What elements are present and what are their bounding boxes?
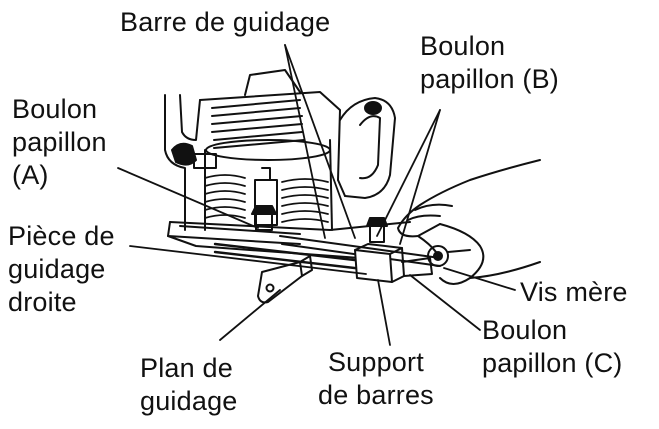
label-barre-de-guidage-text: Barre de guidage [120,7,331,37]
leader-barre-de-guidage-1 [284,44,326,239]
label-line: papillon (B) [420,64,559,94]
label-plan-de-guidage: Plan de guidage [140,352,238,418]
label-line: Boulon [482,315,568,345]
leader-boulon-b-1 [376,109,441,237]
label-line: Boulon [12,94,98,124]
label-line: papillon (C) [482,348,623,378]
label-line: Plan de [140,353,233,383]
label-boulon-papillon-b: Boulon papillon (B) [420,30,559,96]
leader-piece-guidage [129,245,367,275]
label-piece-de-guidage-droite: Pièce de guidage droite [8,220,115,319]
leader-barre-de-guidage-2 [284,44,356,239]
leader-boulon-a [117,167,259,229]
label-line: Support [327,347,424,377]
label-support-de-barres: Support de barres [318,346,434,412]
label-boulon-papillon-a: Boulon papillon (A) [12,93,107,192]
label-line: Pièce de [8,221,115,251]
label-line: guidage [140,386,238,416]
label-line: droite [8,287,77,317]
leader-vis-mere [443,267,516,291]
leader-plan-guidage [219,289,281,341]
label-line: (A) [12,160,49,190]
label-boulon-papillon-c: Boulon papillon (C) [482,314,622,380]
leader-support-barres [377,279,391,346]
router-body [164,69,396,231]
leader-lines [117,44,516,346]
label-line: Boulon [420,31,506,61]
label-line: de barres [318,380,434,410]
leader-boulon-b-2 [399,109,441,245]
label-vis-mere: Vis mère [520,276,628,309]
leader-boulon-c [409,274,481,331]
label-barre-de-guidage: Barre de guidage [120,6,330,39]
label-vis-mere-text: Vis mère [520,277,628,307]
label-line: papillon [12,127,107,157]
label-line: guidage [8,254,106,284]
